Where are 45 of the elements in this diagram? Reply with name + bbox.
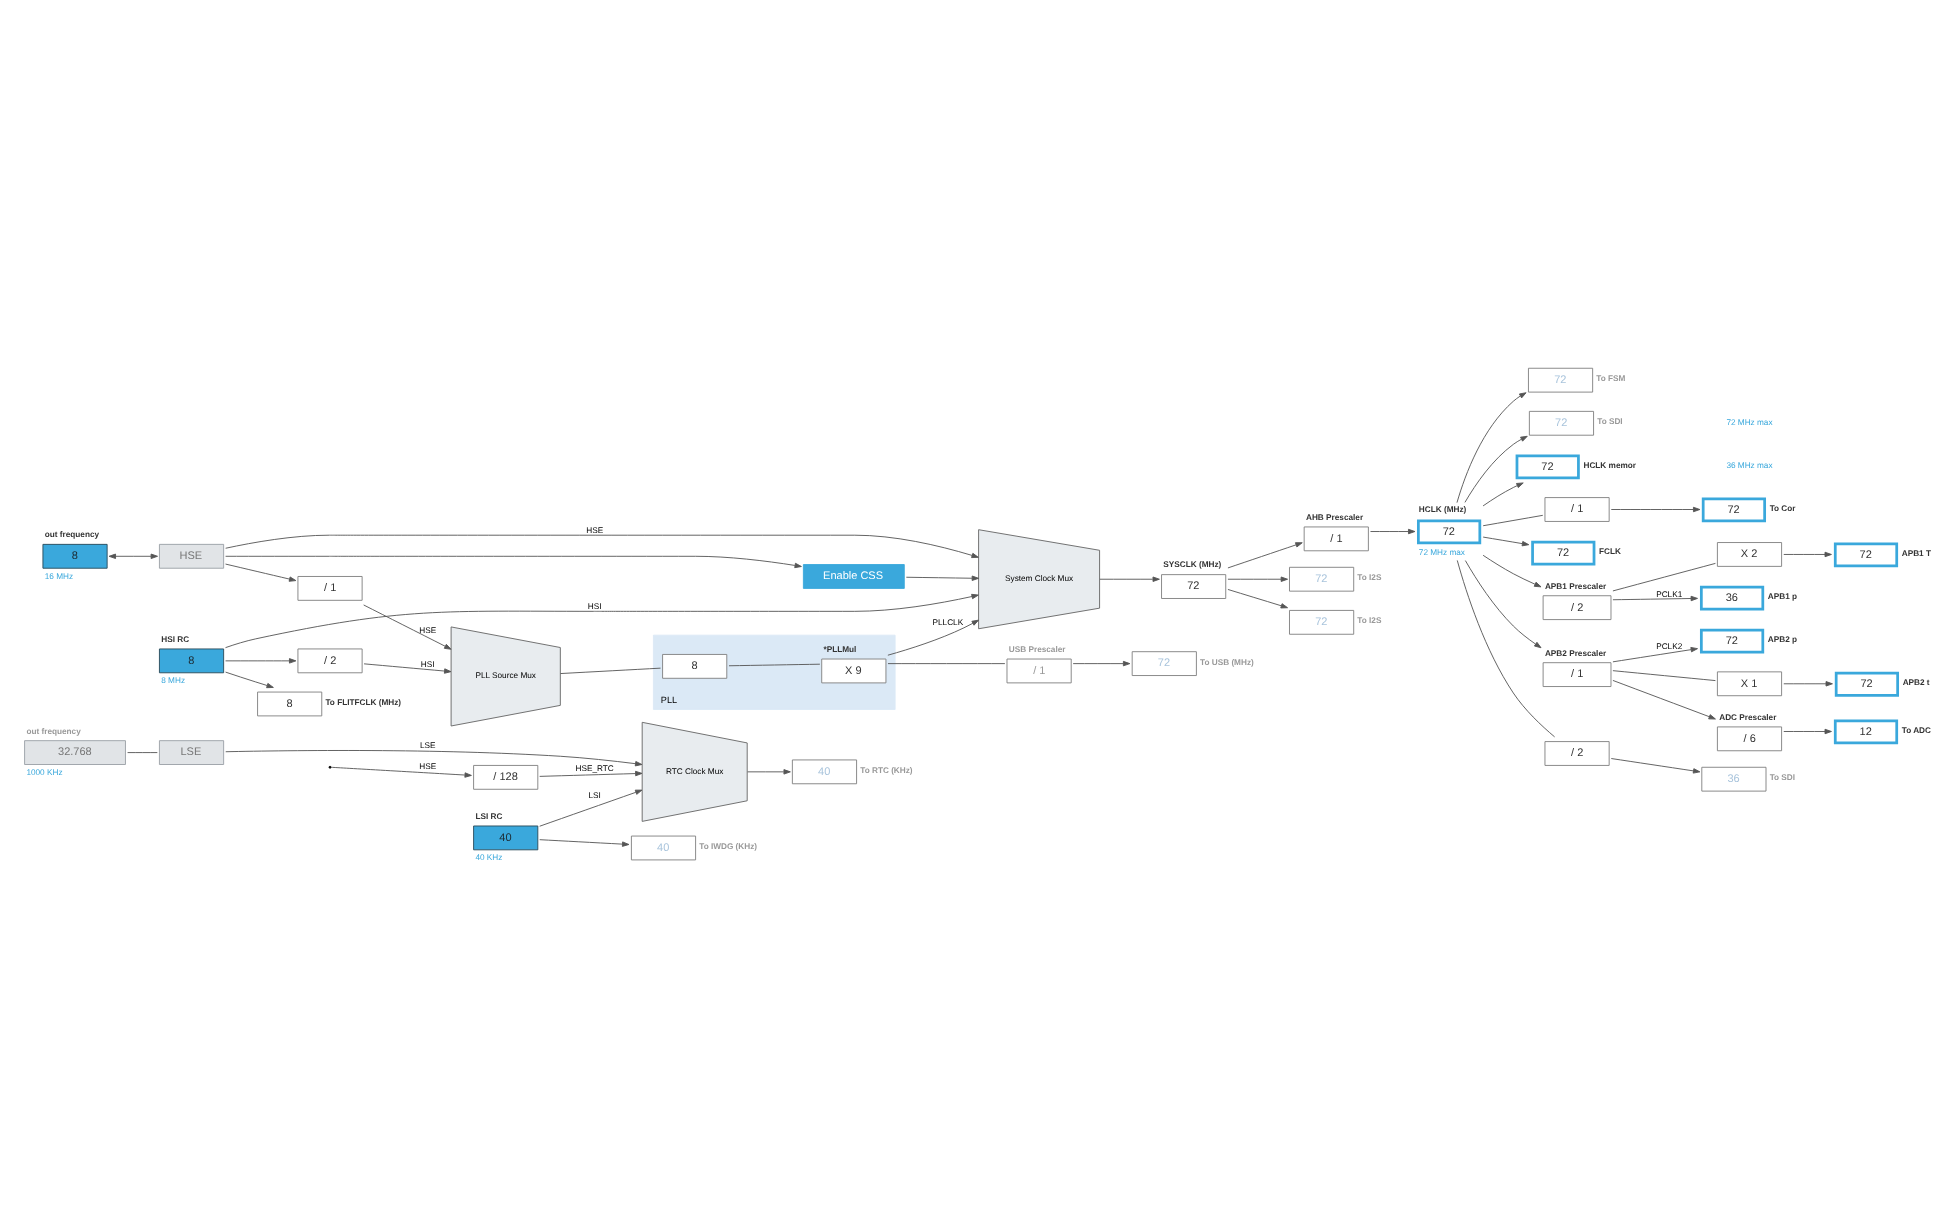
arrow (225, 554, 802, 568)
arrow (1482, 535, 1530, 546)
arrow (330, 765, 472, 777)
arrow (1783, 550, 1832, 557)
arrow (225, 562, 297, 581)
arrow (1612, 678, 1716, 719)
arrow (1099, 575, 1160, 581)
arrow (1464, 434, 1528, 502)
arrow (1227, 588, 1289, 608)
connector (560, 666, 661, 673)
connector (728, 662, 821, 666)
arrow (539, 769, 643, 776)
arrow (1482, 481, 1524, 506)
connector (1612, 669, 1716, 681)
arrow (1783, 680, 1833, 686)
arrow (225, 657, 297, 663)
arrow (1783, 727, 1832, 734)
connector (127, 751, 158, 753)
arrow (225, 533, 979, 558)
arrow (1227, 575, 1289, 581)
connector (1456, 558, 1556, 737)
arrow (1464, 559, 1542, 648)
arrow (905, 574, 980, 580)
arrow (108, 552, 158, 558)
arrow (225, 749, 643, 766)
connector (1612, 561, 1716, 591)
arrow (225, 592, 979, 648)
arrow (1610, 757, 1701, 773)
arrow (1227, 541, 1303, 568)
arrow (1612, 594, 1698, 601)
arrow (747, 768, 791, 774)
arrow (1456, 391, 1527, 503)
arrow (539, 838, 630, 846)
connector (887, 662, 1006, 664)
arrow (1482, 553, 1542, 587)
arrow (1610, 505, 1701, 512)
arrow (1612, 645, 1698, 662)
connector (1482, 513, 1544, 526)
arrow (363, 662, 452, 673)
arrow (363, 603, 452, 649)
arrow (1370, 527, 1416, 534)
arrow (1072, 659, 1131, 666)
arrow (539, 788, 643, 826)
arrow (887, 618, 979, 655)
arrow (225, 670, 274, 688)
